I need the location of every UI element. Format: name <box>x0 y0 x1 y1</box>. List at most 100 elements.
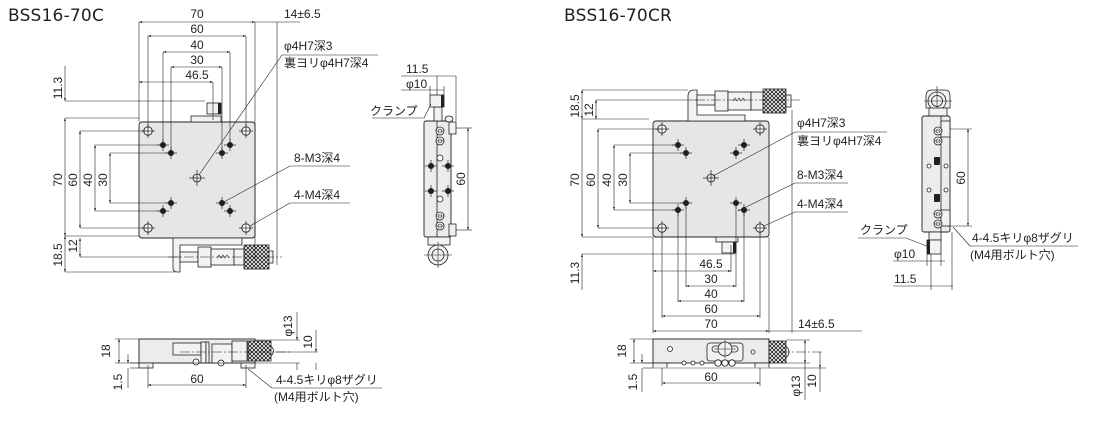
side-mount-hole <box>435 221 445 231</box>
dim-front-10: 10 <box>301 335 315 349</box>
clamp-cap <box>444 115 454 123</box>
micrometer <box>696 88 792 114</box>
side-mount-hole <box>435 136 445 146</box>
front-foot <box>138 362 154 369</box>
side-pin <box>934 157 940 165</box>
micrometer-bracket <box>172 237 243 273</box>
callout-center-hole-1: φ4H7深3 <box>284 39 333 53</box>
right-side-view: 60 クランプ φ10 11.5 4-4.5キリφ8ザグリ (M4用ボルト穴) <box>858 86 1078 290</box>
side-pin <box>436 195 444 203</box>
dim-18-5: 18.5 <box>51 243 65 267</box>
model-title-left: BSS16-70C <box>8 6 105 26</box>
dim-width-40: 40 <box>704 287 718 301</box>
dim-side-60: 60 <box>454 172 468 186</box>
front-foot <box>652 362 668 369</box>
side-pin <box>934 194 940 202</box>
clamp-label: クランプ <box>860 223 908 237</box>
dim-front-phi13: φ13 <box>789 375 803 396</box>
front-screw <box>192 358 200 366</box>
side-m3-hole <box>943 187 949 193</box>
front-slide <box>172 342 202 356</box>
callout-center-hole-2: 裏ヨリφ4H7深4 <box>797 133 882 148</box>
dim-side-phi10: φ10 <box>894 247 915 261</box>
side-m3-hole <box>943 163 949 169</box>
callout-m4-holes: 4-M4深4 <box>797 197 843 211</box>
dim-micrometer-travel: 14±6.5 <box>798 317 835 331</box>
mount-hole-note-2: (M4用ボルト穴) <box>274 389 359 404</box>
dim-front-10: 10 <box>805 374 819 388</box>
side-mount-hole <box>933 126 943 136</box>
callout-center-hole-2: 裏ヨリφ4H7深4 <box>284 55 369 70</box>
dim-width-40: 40 <box>190 38 204 52</box>
left-top-view: 70 60 40 30 46.5 14±6.5 11.3 7 <box>51 7 378 273</box>
clamp-shaft <box>433 106 443 122</box>
dim-12: 12 <box>66 239 80 253</box>
dim-height-30: 30 <box>96 173 110 187</box>
front-hole <box>667 346 673 352</box>
right-front-view: 18 1.5 60 φ13 10 <box>615 338 826 400</box>
dim-micrometer-travel: 14±6.5 <box>284 7 321 21</box>
mount-hole-note-1: 4-4.5キリφ8ザグリ <box>276 373 378 387</box>
front-knob-end <box>270 345 274 357</box>
dim-height-60: 60 <box>584 173 598 187</box>
model-title-right: BSS16-70CR <box>564 6 673 26</box>
dim-side-11-5: 11.5 <box>406 62 429 76</box>
dim-height-60: 60 <box>66 173 80 187</box>
front-hole <box>699 360 705 366</box>
left-side-view: 11.5 φ10 クランプ 60 <box>370 62 472 268</box>
dim-front-1-5: 1.5 <box>111 373 125 390</box>
clamp-knob-edge <box>733 242 736 253</box>
side-pin <box>436 154 444 162</box>
front-foot <box>240 362 256 369</box>
callout-m3-holes: 8-M3深4 <box>294 151 340 165</box>
front-screw <box>714 359 722 367</box>
dim-height-70: 70 <box>568 173 582 187</box>
side-mount-hole <box>933 219 943 229</box>
front-screw <box>728 359 736 367</box>
dim-46-5: 46.5 <box>185 68 209 82</box>
side-mount-hole <box>933 209 943 219</box>
dim-side-11-5: 11.5 <box>894 272 917 286</box>
front-plate-b <box>205 341 210 364</box>
dim-height-30: 30 <box>616 173 630 187</box>
side-mount-hole <box>435 211 445 221</box>
dim-12: 12 <box>582 103 596 117</box>
right-top-view: 18.5 12 70 60 40 30 11.3 46.5 30 40 <box>568 88 887 333</box>
clamp-shaft <box>928 231 942 241</box>
micrometer-mount <box>427 236 451 246</box>
side-mount-hole <box>435 126 445 136</box>
dim-front-18: 18 <box>615 344 629 358</box>
dim-front-60: 60 <box>704 370 718 384</box>
clamp-base <box>190 115 222 123</box>
dim-11-3: 11.3 <box>51 76 65 99</box>
side-bracket-top <box>448 121 457 135</box>
clamp-knob-edge <box>218 103 221 114</box>
dim-width-60: 60 <box>190 22 204 36</box>
dim-front-phi13: φ13 <box>281 315 295 336</box>
dim-height-70: 70 <box>51 173 65 187</box>
dim-width-70: 70 <box>704 317 718 331</box>
dim-18-5: 18.5 <box>568 94 582 118</box>
side-mount-hole <box>933 136 943 146</box>
side-m3-hole <box>926 187 932 193</box>
micrometer-bracket <box>687 89 746 122</box>
front-hole <box>690 360 696 366</box>
front-hole <box>681 360 687 366</box>
dim-height-40: 40 <box>600 173 614 187</box>
mount-hole-note-1: 4-4.5キリφ8ザグリ <box>972 231 1074 245</box>
front-screw <box>721 359 729 367</box>
callout-m4-holes: 4-M4深4 <box>294 188 340 202</box>
dim-width-70: 70 <box>190 7 204 21</box>
clamp-base <box>715 236 739 243</box>
dim-11-3: 11.3 <box>568 261 582 284</box>
dim-front-1-5: 1.5 <box>626 373 640 390</box>
side-bracket-bottom <box>940 209 951 227</box>
dim-width-60: 60 <box>704 302 718 316</box>
micrometer-mount <box>928 107 948 117</box>
front-foot <box>754 362 770 369</box>
dim-46-5: 46.5 <box>699 257 723 271</box>
left-front-view: 18 1.5 60 φ13 10 4-4.5キリφ8ザグリ (M4用ボルト穴) <box>99 312 382 404</box>
callout-m3-holes: 8-M3深4 <box>797 168 843 182</box>
callout-center-hole-1: φ4H7深3 <box>797 116 846 130</box>
